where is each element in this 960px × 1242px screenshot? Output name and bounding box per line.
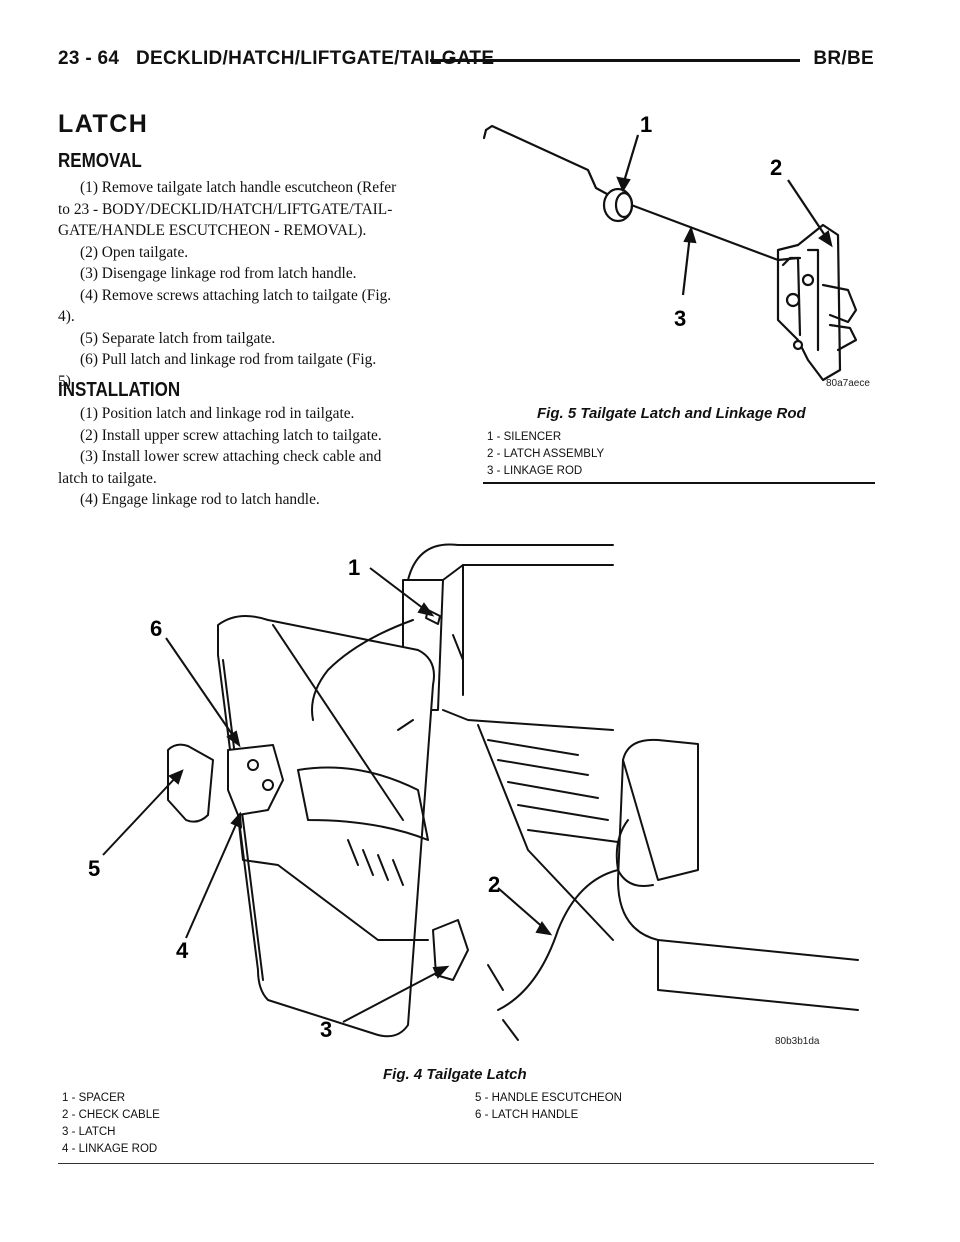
fig5-code: 80a7aece	[826, 378, 870, 389]
removal-line: (2) Open tailgate.	[80, 243, 189, 261]
fig4-callout-5: 5	[88, 856, 100, 881]
header-rule	[430, 59, 800, 62]
section-title: LATCH	[58, 110, 149, 138]
fig4-callout-6: 6	[150, 616, 162, 641]
fig4-callout-2: 2	[488, 872, 500, 897]
fig4-legend-item: 5 - HANDLE ESCUTCHEON	[475, 1092, 622, 1104]
header-page-ref: 23 - 64	[58, 48, 120, 69]
fig4-illustration: 1 2 3 4 5 6	[88, 543, 859, 1042]
removal-line: 4).	[58, 308, 75, 325]
installation-line: (3) Install lower screw attaching check …	[80, 448, 382, 465]
fig4-legend-right: 5 - HANDLE ESCUTCHEON 6 - LATCH HANDLE	[475, 1090, 622, 1124]
fig5-callout-2: 2	[770, 155, 782, 180]
fig4-callout-1: 1	[348, 555, 360, 580]
fig4-callout-3: 3	[320, 1017, 332, 1042]
installation-line: latch to tailgate.	[58, 469, 157, 487]
fig4-legend-item: 3 - LATCH	[62, 1126, 116, 1138]
installation-line: (4) Engage linkage rod to latch handle.	[80, 491, 320, 508]
removal-line: (5) Separate latch from tailgate.	[80, 329, 276, 347]
header-section: DECKLID/HATCH/LIFTGATE/TAILGATE	[136, 48, 495, 69]
fig5-bottom-rule	[483, 482, 875, 484]
removal-line: 5).	[58, 372, 75, 390]
fig5-legend-item: 1 - SILENCER	[487, 431, 562, 443]
fig5-legend-item: 3 - LINKAGE ROD	[487, 465, 583, 477]
removal-line: (3) Disengage linkage rod from latch han…	[80, 265, 357, 282]
removal-line: (4) Remove screws attaching latch to tai…	[80, 286, 392, 304]
fig4-legend-item: 1 - SPACER	[62, 1092, 126, 1104]
removal-line: GATE/HANDLE ESCUTCHEON - REMOVAL).	[58, 222, 367, 239]
fig4-caption: Fig. 4 Tailgate Latch	[383, 1066, 527, 1083]
removal-line: (6) Pull latch and linkage rod from tail…	[80, 351, 377, 368]
fig4-code: 80b3b1da	[775, 1036, 820, 1047]
fig4-callout-4: 4	[176, 938, 189, 963]
installation-heading: INSTALLATION	[58, 379, 181, 401]
removal-line: to 23 - BODY/DECKLID/HATCH/LIFTGATE/TAIL…	[58, 200, 393, 218]
fig5-legend: 1 - SILENCER 2 - LATCH ASSEMBLY 3 - LINK…	[487, 429, 604, 480]
page-header: 23 - 64 DECKLID/HATCH/LIFTGATE/TAILGATE …	[58, 48, 874, 72]
fig4-legend-left: 1 - SPACER 2 - CHECK CABLE 3 - LATCH 4 -…	[62, 1090, 160, 1158]
installation-line: (2) Install upper screw attaching latch …	[80, 426, 382, 444]
header-model: BR/BE	[813, 48, 874, 69]
fig5-callout-1: 1	[640, 112, 652, 137]
fig5-legend-item: 2 - LATCH ASSEMBLY	[487, 448, 605, 460]
fig5-caption: Fig. 5 Tailgate Latch and Linkage Rod	[537, 405, 806, 422]
fig4-bottom-rule	[58, 1163, 874, 1164]
fig5-callout-3: 3	[674, 306, 686, 331]
fig4-legend-item: 6 - LATCH HANDLE	[475, 1109, 579, 1121]
header-page-section: 23 - 64 DECKLID/HATCH/LIFTGATE/TAILGATE	[58, 48, 494, 70]
removal-line: (1) Remove tailgate latch handle escutch…	[80, 179, 397, 196]
removal-heading: REMOVAL	[58, 150, 142, 172]
fig4-legend-item: 4 - LINKAGE ROD	[62, 1143, 158, 1155]
removal-steps: (1) Remove tailgate latch handle escutch…	[58, 177, 462, 392]
fig4-legend-item: 2 - CHECK CABLE	[62, 1109, 160, 1121]
installation-line: (1) Position latch and linkage rod in ta…	[80, 405, 355, 422]
fig5-illustration: 1 2 3	[482, 112, 858, 382]
installation-steps: (1) Position latch and linkage rod in ta…	[58, 403, 462, 511]
